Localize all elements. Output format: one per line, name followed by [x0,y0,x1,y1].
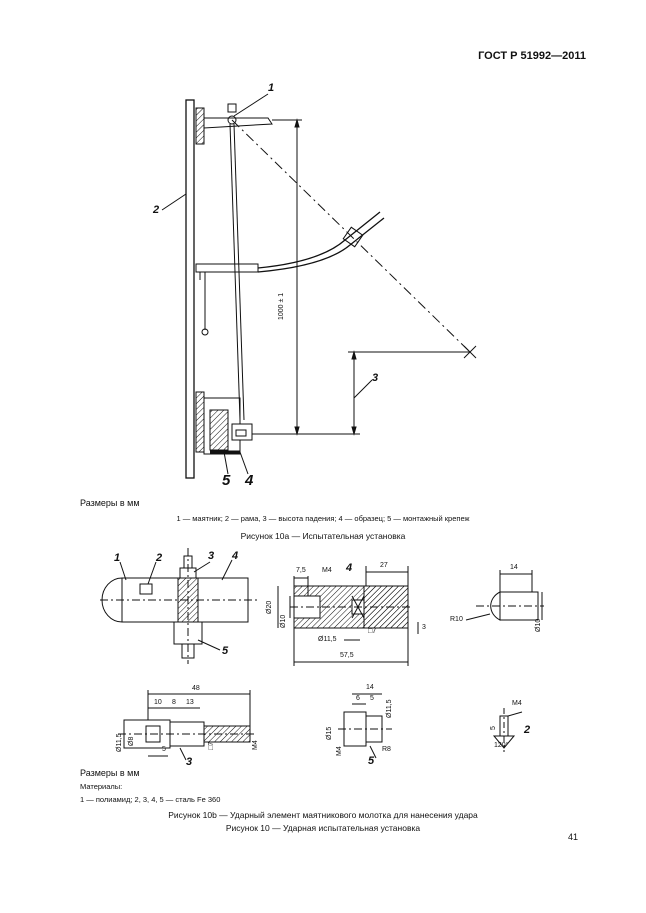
center-dim-27: 27 [380,562,388,569]
bc-dim-5: 5 [370,695,374,702]
center-label-4: 4 [346,562,353,574]
bc-dim-14: 14 [366,684,374,691]
br-label-2: 2 [524,724,531,736]
bl-dim-5: 5 [162,746,166,753]
standard-id: ГОСТ Р 51992—2011 [478,50,586,62]
center-dim-sq7: □7 [368,628,377,635]
fig10a-units: Размеры в мм [80,498,140,508]
bc-dim-d11-5: Ø11,5 [386,699,393,718]
fig10a-label-5: 5 [222,472,231,489]
bc-dim-r8: R8 [382,746,391,753]
bc-dim-m4: M4 [336,746,343,756]
br-dim-5: 5 [490,726,497,730]
center-dim-3: 3 [422,624,426,631]
bc-label-5: 5 [368,755,375,767]
fig10b-caption: Рисунок 10b — Ударный элемент маятниково… [168,810,478,820]
fig10b-label-1: 1 [114,552,121,564]
fig10b-label-4: 4 [232,550,239,562]
center-dim-d10: Ø10 [280,614,287,628]
br-dim-m4: M4 [512,700,522,707]
fig10-caption: Рисунок 10 — Ударная испытательная устан… [225,823,421,833]
fig10a-label-2: 2 [153,204,160,216]
page-number: 41 [567,832,578,842]
right-dim-14: 14 [510,564,518,571]
fig10a-legend: 1 — маятник; 2 — рама, 3 — высота падени… [176,514,470,523]
bl-dim-d8: Ø8 [128,736,135,746]
bc-dim-6: 6 [356,695,360,702]
bl-dim-8: 8 [172,699,176,706]
bl-label-3: 3 [186,756,193,768]
center-dim-m4: M4 [322,567,332,574]
bl-dim-m4: M4 [252,740,259,750]
center-dim-d20: Ø20 [266,600,273,614]
bl-dim-13: 13 [186,699,194,706]
fig10a-label-3: 3 [372,372,379,384]
right-dim-d10: Ø10 [535,618,542,632]
fig10a-label-1: 1 [268,82,275,94]
fig10b-label-5: 5 [222,645,229,657]
center-dim-d11-5: Ø11,5 [318,636,337,643]
fig10b-units: Размеры в мм [80,768,140,778]
fig10b-label-2: 2 [156,552,163,564]
fig10a-caption: Рисунок 10а — Испытательная установка [240,531,406,541]
bl-dim-10: 10 [154,699,162,706]
fig10b-label-3: 3 [208,550,215,562]
materials-list: 1 — полиамид; 2, 3, 4, 5 — сталь Fe 360 [80,795,221,804]
bl-dim-d11-5: Ø11,5 [116,733,123,752]
center-dim-7-5: 7,5 [296,567,306,574]
fig10a-label-4: 4 [245,472,254,489]
right-dim-r10: R10 [450,616,463,623]
materials-title: Материалы: [80,782,123,791]
center-dim-57-5: 57,5 [340,652,354,659]
bl-dim-48: 48 [192,685,200,692]
bl-dim-sq7: □7 [208,741,215,750]
br-dim-120deg: 120° [494,742,509,749]
bc-dim-d15: Ø15 [326,726,333,740]
